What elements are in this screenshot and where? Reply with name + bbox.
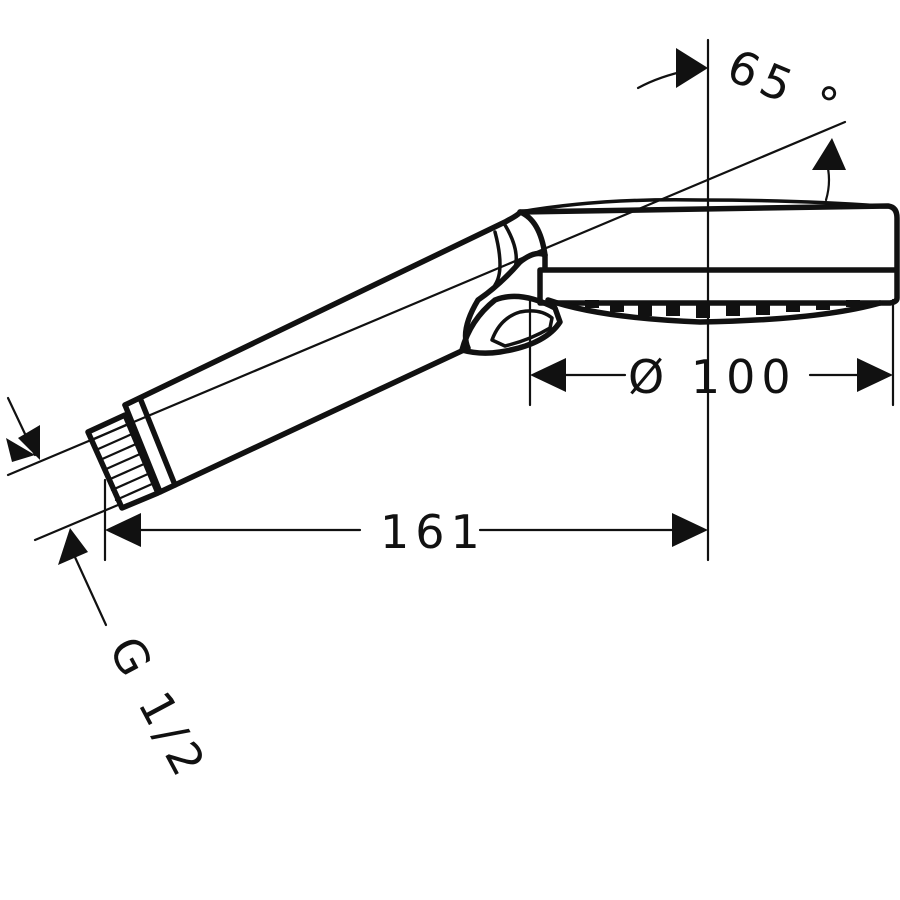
reference-arrow-left-b <box>18 425 40 460</box>
diameter-arrow-left <box>530 358 566 392</box>
thread-connector <box>85 412 161 511</box>
thread-leader-line <box>72 553 108 627</box>
angle-arrow-top <box>676 48 708 88</box>
reference-arrow-left <box>6 438 35 462</box>
mode-switch <box>459 293 563 356</box>
length-arrow-right <box>672 513 708 547</box>
diameter-arrow-right <box>857 358 893 392</box>
diameter-label: Ø 100 <box>628 350 797 404</box>
length-label: 161 <box>380 505 486 559</box>
spray-nozzles <box>585 300 860 318</box>
spray-face <box>545 297 883 325</box>
length-arrow-left <box>105 513 141 547</box>
thread-arrow <box>58 528 88 565</box>
thread-label: G 1/2 <box>98 628 218 790</box>
angle-label: 65 ° <box>720 38 852 135</box>
handle-neck <box>493 223 518 287</box>
angle-arrow-right <box>812 138 846 170</box>
head-top-edge <box>518 198 882 214</box>
thread-reference-line <box>33 503 120 542</box>
mode-switch-inner <box>490 309 554 348</box>
